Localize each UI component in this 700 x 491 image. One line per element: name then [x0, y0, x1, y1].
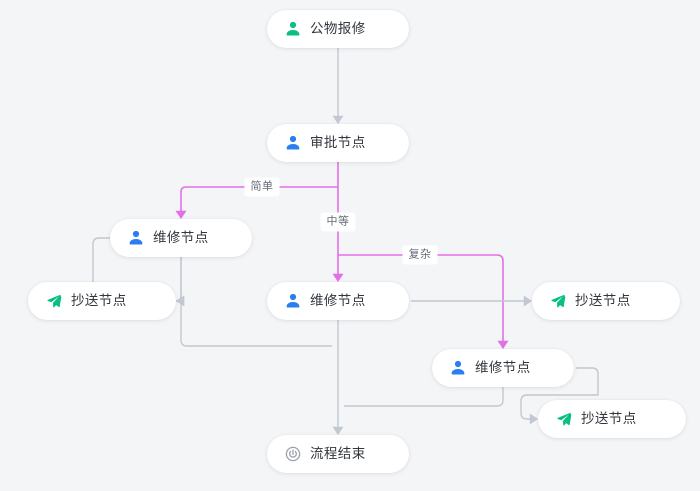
person-blue-icon [285, 135, 301, 151]
cc-node-left-label: 抄送节点 [71, 293, 127, 309]
edge-repair-medium-to-end-arrow [332, 426, 344, 435]
cc-node-right-label: 抄送节点 [575, 293, 631, 309]
edge-cc-bottom-in-arrow [529, 413, 538, 425]
edge-branch-medium-arrow [332, 273, 344, 282]
approval-node-label: 审批节点 [310, 135, 366, 151]
send-green-icon [46, 293, 62, 309]
edge-branch-simple-arrow [175, 210, 187, 219]
end-node[interactable]: 流程结束 [267, 435, 409, 473]
person-blue-icon [285, 293, 301, 309]
cc-node-right[interactable]: 抄送节点 [532, 282, 680, 320]
branch-label-medium[interactable]: 中等 [320, 212, 356, 232]
cc-node-bottom[interactable]: 抄送节点 [538, 400, 686, 438]
edge-branch-complex-arrow [497, 340, 509, 349]
power-gray-icon [285, 446, 301, 462]
edge-start-to-approval-arrow [332, 115, 344, 124]
edge-repair-complex-to-cc-bottom [576, 367, 599, 389]
repair-node-complex[interactable]: 维修节点 [432, 349, 574, 387]
edge-repair-complex-to-end [344, 387, 504, 407]
send-green-icon [556, 411, 572, 427]
person-blue-icon [128, 230, 144, 246]
person-blue-icon [450, 360, 466, 376]
repair-node-medium[interactable]: 维修节点 [267, 282, 409, 320]
edge-repair-medium-to-cc-right-arrow [523, 295, 532, 307]
start-node-label: 公物报修 [310, 21, 366, 37]
cc-node-left[interactable]: 抄送节点 [28, 282, 176, 320]
edge-repair-simple-down-left-arrow [176, 295, 185, 307]
approval-node[interactable]: 审批节点 [267, 124, 409, 162]
edge-repair-simple-to-cc-left [174, 257, 184, 302]
repair-node-simple[interactable]: 维修节点 [110, 219, 252, 257]
repair-node-medium-label: 维修节点 [310, 293, 366, 309]
person-green-icon [285, 21, 301, 37]
branch-label-simple[interactable]: 简单 [244, 177, 280, 197]
cc-node-bottom-label: 抄送节点 [581, 411, 637, 427]
repair-node-complex-label: 维修节点 [475, 360, 531, 376]
end-node-label: 流程结束 [310, 446, 366, 462]
start-node[interactable]: 公物报修 [267, 10, 409, 48]
branch-label-complex[interactable]: 复杂 [402, 245, 438, 265]
send-green-icon [550, 293, 566, 309]
repair-node-simple-label: 维修节点 [153, 230, 209, 246]
edge-repair-simple-to-cc-left-arrow [176, 295, 185, 307]
